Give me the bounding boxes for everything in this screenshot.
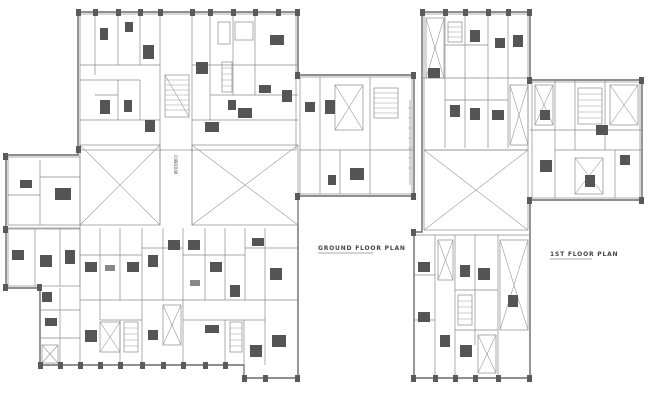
east-annex-rooms [300,77,414,194]
first-floor-plan-title: 1ST FLOOR PLAN [550,251,618,258]
ground-floor-plan: CORRIDOR [3,9,416,382]
first-floor-bottom-rooms [414,234,530,378]
first-floor-east-annex [530,80,642,198]
ground-floor-furniture [12,22,364,357]
bottom-wing-rooms [40,225,298,378]
ground-floor-plan-title: GROUND FLOOR PLAN [318,245,406,252]
ground-floor-columns [3,9,416,382]
first-floor-columns [411,9,644,382]
open-courts [79,144,299,226]
top-stair [164,61,233,118]
corridor-label: CORRIDOR [173,155,178,175]
ground-floor-outer-walls [5,11,415,379]
first-floor-plan: 1ST FLOOR PLAN [411,9,644,382]
top-wing-rooms [80,12,298,145]
west-wing-rooms [6,160,80,286]
first-floor-furniture [418,30,630,357]
first-floor-open-court [423,149,529,231]
